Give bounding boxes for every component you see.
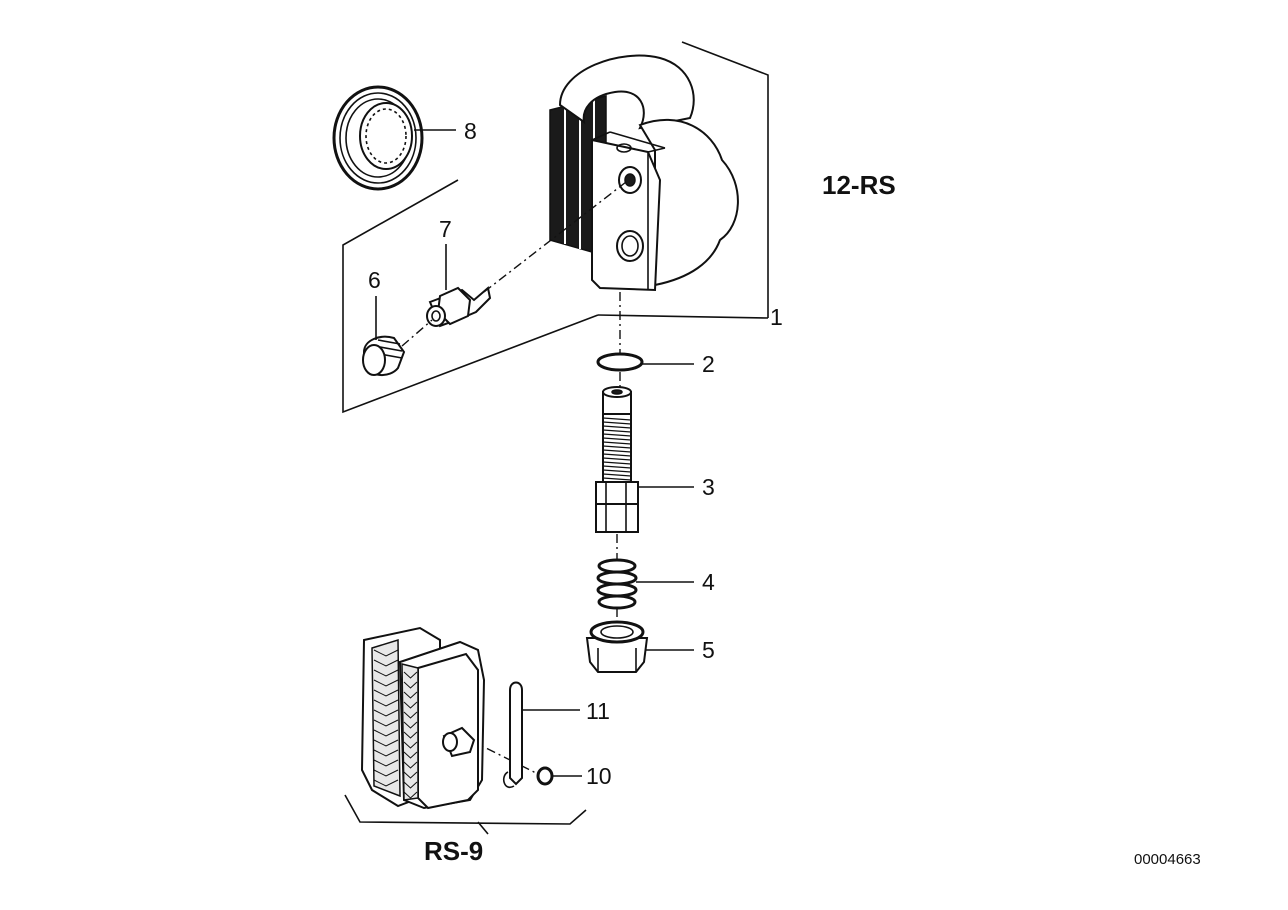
callout-1: 1: [770, 304, 783, 330]
group-label-pads: RS-9: [424, 836, 483, 866]
callout-3: 3: [702, 474, 715, 500]
piston-bolt-part: [595, 386, 639, 533]
pads-group-bracket: [344, 794, 587, 835]
small-ring-part: [536, 766, 554, 786]
o-ring-part: [596, 352, 644, 372]
brake-pads-part: [360, 626, 486, 810]
diagram-id: 00004663: [1134, 851, 1201, 868]
callout-11: 11: [586, 698, 610, 724]
callout-6: 6: [368, 267, 381, 293]
caliper-group-bracket: [342, 41, 769, 414]
callout-7: 7: [439, 216, 452, 242]
callout-8: 8: [464, 118, 477, 144]
bleeder-cap-part: [362, 335, 406, 376]
dust-cap-part: [332, 85, 424, 191]
callout-leaders: [375, 129, 694, 777]
caliper-housing-part: [549, 54, 739, 292]
retaining-pin-part: [502, 681, 523, 789]
threaded-cap-part: [585, 620, 649, 673]
callout-5: 5: [702, 637, 715, 663]
callout-4: 4: [702, 569, 715, 595]
spring-part: [596, 558, 638, 610]
bleeder-valve-part: [426, 286, 492, 328]
callout-10: 10: [586, 763, 612, 789]
group-label-caliper: 12-RS: [822, 170, 896, 200]
callout-2: 2: [702, 351, 715, 377]
